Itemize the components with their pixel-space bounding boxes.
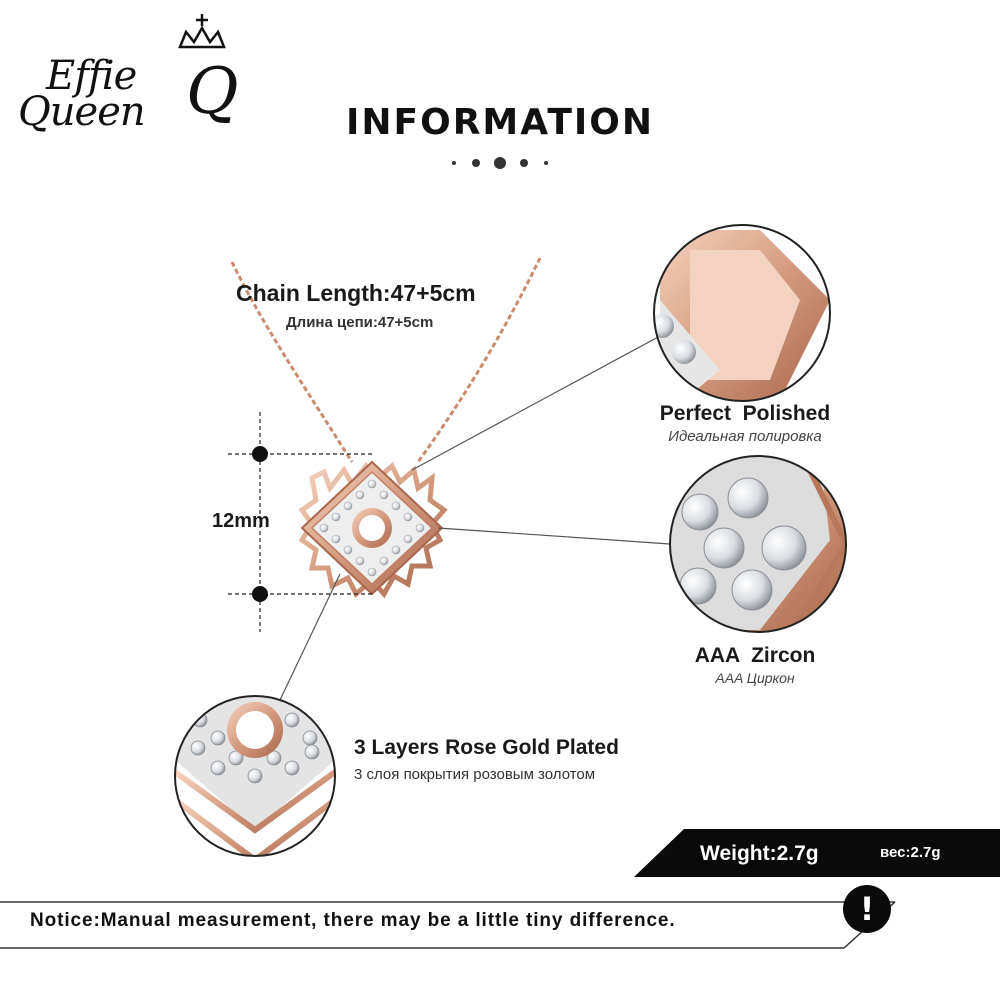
feature-title-layers: 3 Layers Rose Gold Plated <box>354 736 619 759</box>
weight-label: Weight:2.7g <box>700 842 819 865</box>
notice-text: Notice:Manual measurement, there may be … <box>30 910 676 931</box>
feature-subtitle-zircon: AAA Циркон <box>715 670 795 686</box>
necklace-chain <box>230 257 542 463</box>
zoom-zircon <box>669 455 847 633</box>
feature-subtitle-layers: 3 слоя покрытия розовым золотом <box>354 766 596 783</box>
weight-label-ru: вес:2.7g <box>880 844 941 861</box>
page-title: INFORMATION <box>345 102 654 143</box>
exclamation-icon: ! <box>843 885 891 933</box>
dimension-marker <box>228 412 372 632</box>
zoom-layers <box>174 695 336 857</box>
chain-length-label: Chain Length:47+5cm <box>236 280 476 306</box>
chain-length-label-ru: Длина цепи:47+5cm <box>286 314 434 331</box>
pendant-image <box>298 460 448 599</box>
feature-title-zircon: AAA Zircon <box>694 644 816 667</box>
brand-logo-line1: Effie <box>46 53 137 99</box>
callout-lines <box>279 335 671 701</box>
feature-title-polished: Perfect Polished <box>659 402 831 425</box>
zoom-polished <box>653 224 831 402</box>
heading-dots <box>452 157 548 169</box>
weight-banner <box>634 829 1000 877</box>
brand-logo-line2: Queen <box>18 89 146 135</box>
dimension-label: 12mm <box>212 510 270 532</box>
brand-logo-initial: Q <box>186 55 238 129</box>
crown-icon <box>178 14 226 49</box>
feature-subtitle-polished: Идеальная полировка <box>668 428 822 445</box>
